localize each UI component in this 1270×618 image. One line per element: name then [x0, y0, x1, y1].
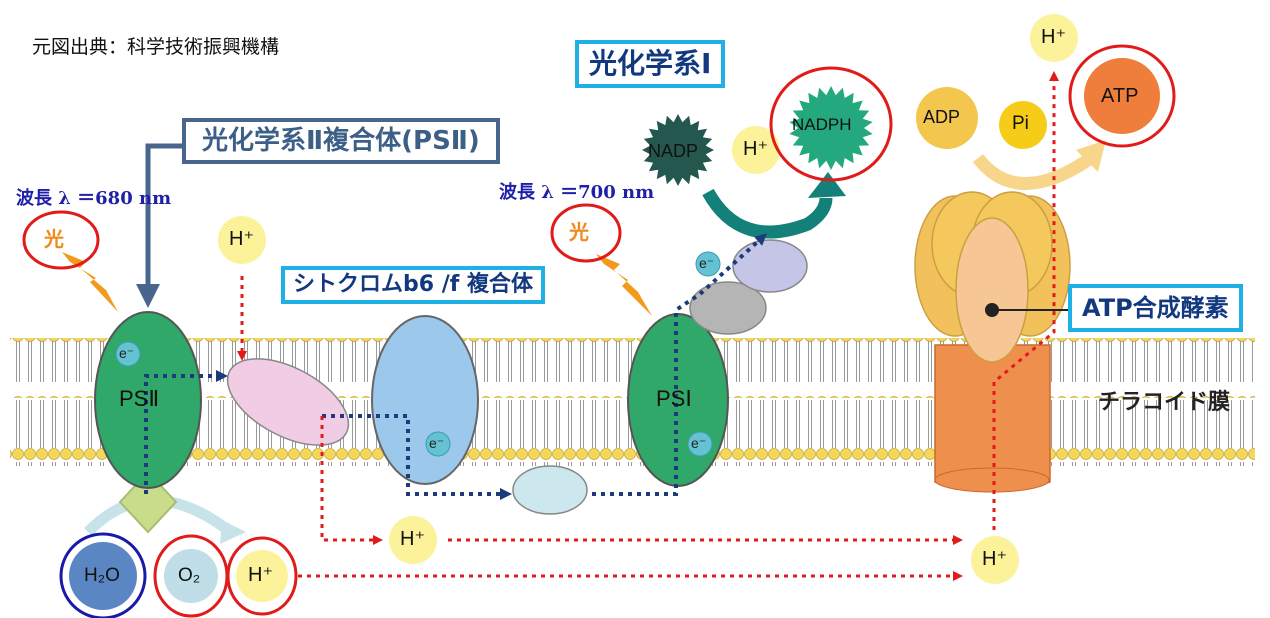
lightning-bolt-icon — [596, 254, 652, 316]
nadp-molecule — [642, 114, 714, 186]
proton-transport-path — [237, 71, 1059, 581]
highlight-circles — [22, 44, 1176, 618]
adp-phosphorylation-arc — [972, 153, 1092, 190]
proton-label: H⁺ — [400, 528, 425, 550]
cytochrome-title: シトクロムb6 /f 複合体 — [281, 266, 545, 304]
nadp-reduction-arc — [702, 188, 833, 239]
proton-label: H⁺ — [1041, 26, 1066, 48]
electron-icon — [115, 341, 141, 367]
cytochrome-b6f — [371, 315, 479, 485]
light-label: 光 — [44, 227, 64, 251]
ferredoxin — [689, 281, 767, 335]
proton-icon — [1030, 14, 1078, 62]
electron-label: e⁻ — [119, 345, 135, 361]
electron-icon — [425, 431, 451, 457]
adp-molecule — [916, 87, 978, 149]
electron-transport-path — [144, 233, 767, 500]
oxygen-molecule — [164, 549, 218, 603]
nadp-reduction-arrowhead — [808, 172, 846, 198]
water-highlight-circle — [59, 532, 147, 618]
electron-label: e⁻ — [699, 255, 715, 271]
atp-molecule — [1084, 58, 1160, 134]
water-label: H₂O — [84, 565, 120, 586]
water-splitting-arrowhead — [220, 520, 246, 544]
nadp-label: NADP — [648, 141, 699, 161]
proton-label: H⁺ — [982, 548, 1007, 570]
psi-label: PSⅠ — [656, 386, 692, 411]
proton-icon — [971, 536, 1019, 584]
atp-synthase — [914, 191, 1071, 493]
adp-phosphorylation-arrowhead — [1076, 140, 1106, 172]
proton-icon — [732, 126, 780, 174]
photosystem-i-title: 光化学系Ⅰ — [575, 40, 726, 88]
psii-label: PSⅡ — [119, 386, 160, 411]
plastoquinone-carrier — [226, 358, 350, 446]
atp-label: ATP — [1101, 85, 1139, 107]
proton-icon — [236, 550, 288, 602]
proton-label: H⁺ — [229, 228, 254, 250]
atp-synthase-pointer-dot — [985, 303, 999, 317]
nadph-molecule — [789, 86, 873, 170]
atp-synthase-label: ATP合成酵素 — [1068, 284, 1243, 332]
membrane-label: チラコイド膜 — [1098, 390, 1231, 415]
electron-icon — [687, 431, 713, 457]
psii-pointer-arrow — [136, 143, 182, 308]
proton-label: H⁺ — [743, 138, 768, 160]
wavelength-psi: 波長 λ ＝700 nm — [499, 182, 655, 203]
plastocyanin — [512, 465, 588, 515]
water-molecule — [69, 542, 137, 610]
electron-label: e⁻ — [691, 435, 707, 451]
wavelength-psii: 波長 λ ＝680 nm — [16, 188, 172, 209]
light-label: 光 — [569, 220, 589, 244]
pi-label: Pi — [1012, 113, 1029, 134]
mn-cluster — [118, 470, 178, 534]
fnr-enzyme — [732, 239, 808, 293]
proton-label: H⁺ — [248, 564, 273, 586]
oxygen-label: O₂ — [178, 565, 201, 586]
pi-molecule — [999, 101, 1047, 149]
adp-label: ADP — [923, 107, 961, 127]
photosystem-ii-title: 光化学系Ⅱ複合体(PSⅡ) — [182, 118, 500, 164]
lightning-bolt-icon — [62, 252, 118, 312]
nadph-label: NADPH — [792, 115, 852, 134]
electron-label: e⁻ — [429, 435, 445, 451]
proton-icon — [218, 216, 266, 264]
electron-icon — [695, 251, 721, 277]
proton-icon — [389, 516, 437, 564]
source-credit: 元図出典：科学技術振興機構 — [32, 36, 280, 58]
